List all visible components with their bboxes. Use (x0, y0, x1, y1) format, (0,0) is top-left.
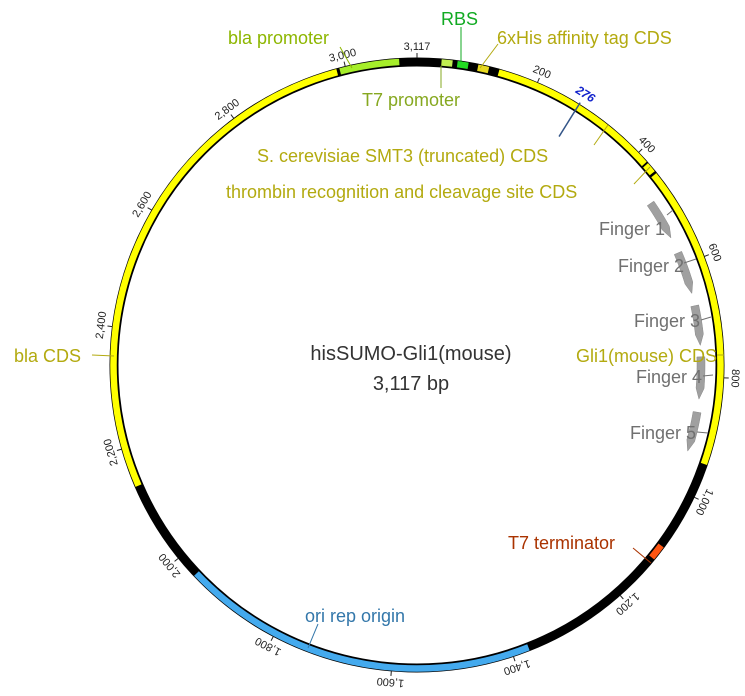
tick-mark (270, 636, 274, 641)
leader-finger-3 (700, 316, 712, 321)
leader-finger-1 (666, 209, 674, 216)
feature-arc-bla-cds (110, 69, 339, 487)
label-bla-promoter: bla promoter (228, 28, 329, 48)
tick-mark (116, 448, 122, 452)
label-6xhis: 6xHis affinity tag CDS (497, 28, 672, 48)
leader-t7-terminator (632, 547, 652, 564)
finger-arrow-finger-5 (686, 411, 702, 452)
tick-mark (174, 557, 179, 562)
finger-arrow-finger-1 (646, 200, 672, 239)
leader-bla-cds (91, 354, 115, 357)
tick-mark (107, 325, 113, 328)
label-finger-3: Finger 3 (634, 311, 700, 331)
finger-arrow-finger-3 (690, 304, 704, 347)
tick-label: 600 (706, 242, 724, 263)
finger-arrow-finger-4 (695, 356, 706, 400)
label-rbs: RBS (441, 9, 478, 29)
leader-finger-5 (696, 431, 709, 434)
tick-mark (230, 114, 235, 119)
label-t7-terminator: T7 terminator (508, 533, 615, 553)
label-finger-4: Finger 4 (636, 367, 702, 387)
feature-arc-t7-terminator (649, 543, 664, 560)
leader-smt3 (593, 124, 609, 146)
leader-finger-4 (702, 374, 714, 377)
tick-mark (147, 207, 153, 211)
feature-arcs (110, 58, 724, 672)
tick-mark (536, 77, 540, 83)
label-finger-2: Finger 2 (618, 256, 684, 276)
tick-label: 3,000 (328, 47, 358, 65)
tick-mark (703, 254, 710, 257)
tick-label: 2,400 (94, 311, 109, 340)
leader-6xhis (479, 43, 499, 69)
leader-bla-promoter (339, 46, 353, 69)
tick-label: 1,600 (376, 675, 404, 689)
feature-arc-thrombin-recognition-and-cleavage-site-cds (643, 163, 655, 176)
feature-arc-rbs (456, 60, 469, 70)
feature-arc-ori-rep-origin (194, 571, 530, 672)
label-ori: ori rep origin (305, 606, 405, 626)
site-marker-line (558, 102, 581, 137)
feature-labels: bla promoter T7 promoter RBS 6xHis affin… (14, 9, 717, 626)
tick-mark (619, 594, 624, 600)
leader-ori (307, 623, 319, 649)
tick-label: 1,400 (502, 657, 532, 677)
label-finger-1: Finger 1 (599, 219, 665, 239)
tick-mark (512, 656, 516, 662)
plasmid-name: hisSUMO-Gli1(mouse) (310, 343, 511, 365)
tick-label: 2,200 (102, 437, 121, 467)
feature-arc-6xhis-affinity-tag-cds (477, 64, 490, 74)
tick-mark (343, 61, 346, 67)
feature-arc-t7-promoter (441, 59, 453, 67)
tick-mark (638, 148, 643, 153)
plasmid-length: 3,117 bp (373, 373, 449, 395)
finger-arcs (646, 200, 706, 452)
label-t7-promoter: T7 promoter (362, 90, 460, 110)
tick-label: 800 (728, 369, 741, 388)
feature-arc-gli1-mouse-cds (651, 173, 724, 466)
label-finger-5: Finger 5 (630, 423, 696, 443)
tick-label: 3,117 (404, 41, 431, 53)
leader-thrombin (633, 166, 651, 185)
tick-label: 200 (531, 63, 553, 81)
feature-arc-bla-promoter (339, 58, 400, 75)
feature-arc-s-cerevisiae-smt3-truncated-cds (497, 69, 647, 167)
label-bla-cds: bla CDS (14, 346, 81, 366)
label-thrombin: thrombin recognition and cleavage site C… (226, 182, 577, 202)
leader-lines (91, 27, 724, 649)
leader-finger-2 (683, 258, 697, 264)
label-gli1: Gli1(mouse) CDS (576, 346, 717, 366)
tick-mark (693, 496, 699, 500)
label-smt3: S. cerevisiae SMT3 (truncated) CDS (257, 146, 548, 166)
